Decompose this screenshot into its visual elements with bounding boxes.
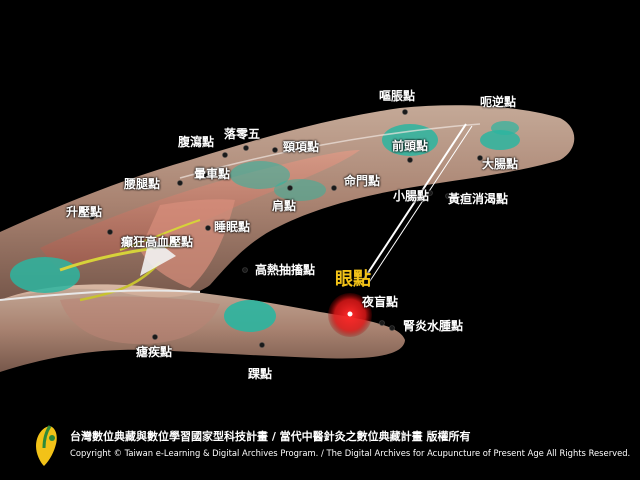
point-label-jian: 肩點 <box>272 199 297 213</box>
point-label-ming-men: 命門點 <box>344 174 381 188</box>
footer-line-chinese: 台灣數位典藏與數位學習國家型科技計畫 / 當代中醫針灸之數位典藏計畫 版權所有 <box>70 430 471 443</box>
point-label-yao-tui: 腰腿點 <box>124 177 161 191</box>
point-label-da-chang: 大腸點 <box>482 157 519 171</box>
point-label-e-ni: 呃逆點 <box>480 95 517 109</box>
point-label-ye-mang: 夜盲點 <box>362 295 399 309</box>
point-label-qian-tou: 前頭點 <box>392 139 429 153</box>
point-label-yun-che: 暈車點 <box>194 167 231 181</box>
point-label-xiao-chang: 小腸點 <box>393 189 430 203</box>
highlight-label-eye-point: 眼點 <box>335 269 371 290</box>
taiwan-island-logo-icon <box>36 425 57 466</box>
point-label-shui-mian: 睡眠點 <box>214 220 251 234</box>
copyright-footer: 台灣數位典藏與數位學習國家型科技計畫 / 當代中醫針灸之數位典藏計畫 版權所有 … <box>0 420 640 480</box>
point-label-dian-kuang: 癲狂高血壓點 <box>121 235 194 249</box>
hand-anatomy-illustration <box>0 105 575 372</box>
point-label-nue-ji: 瘧疾點 <box>136 345 173 359</box>
point-label-luo-ling-wu: 落零五 <box>224 127 261 141</box>
point-label-fu-xie: 腹瀉點 <box>178 135 215 149</box>
point-label-gao-re: 高熱抽搐點 <box>255 263 316 277</box>
point-label-ou-zhang: 嘔脹點 <box>379 89 416 103</box>
footer-line-english: Copyright © Taiwan e-Learning & Digital … <box>70 448 631 458</box>
point-label-huang-dan: 黃疸消渴點 <box>448 192 509 206</box>
point-label-sheng-ya: 升壓點 <box>66 205 103 219</box>
point-label-huai: 踝點 <box>248 367 273 381</box>
point-label-shen-yan: 腎炎水腫點 <box>403 319 464 333</box>
point-label-jing-xiang: 頸項點 <box>283 140 320 154</box>
